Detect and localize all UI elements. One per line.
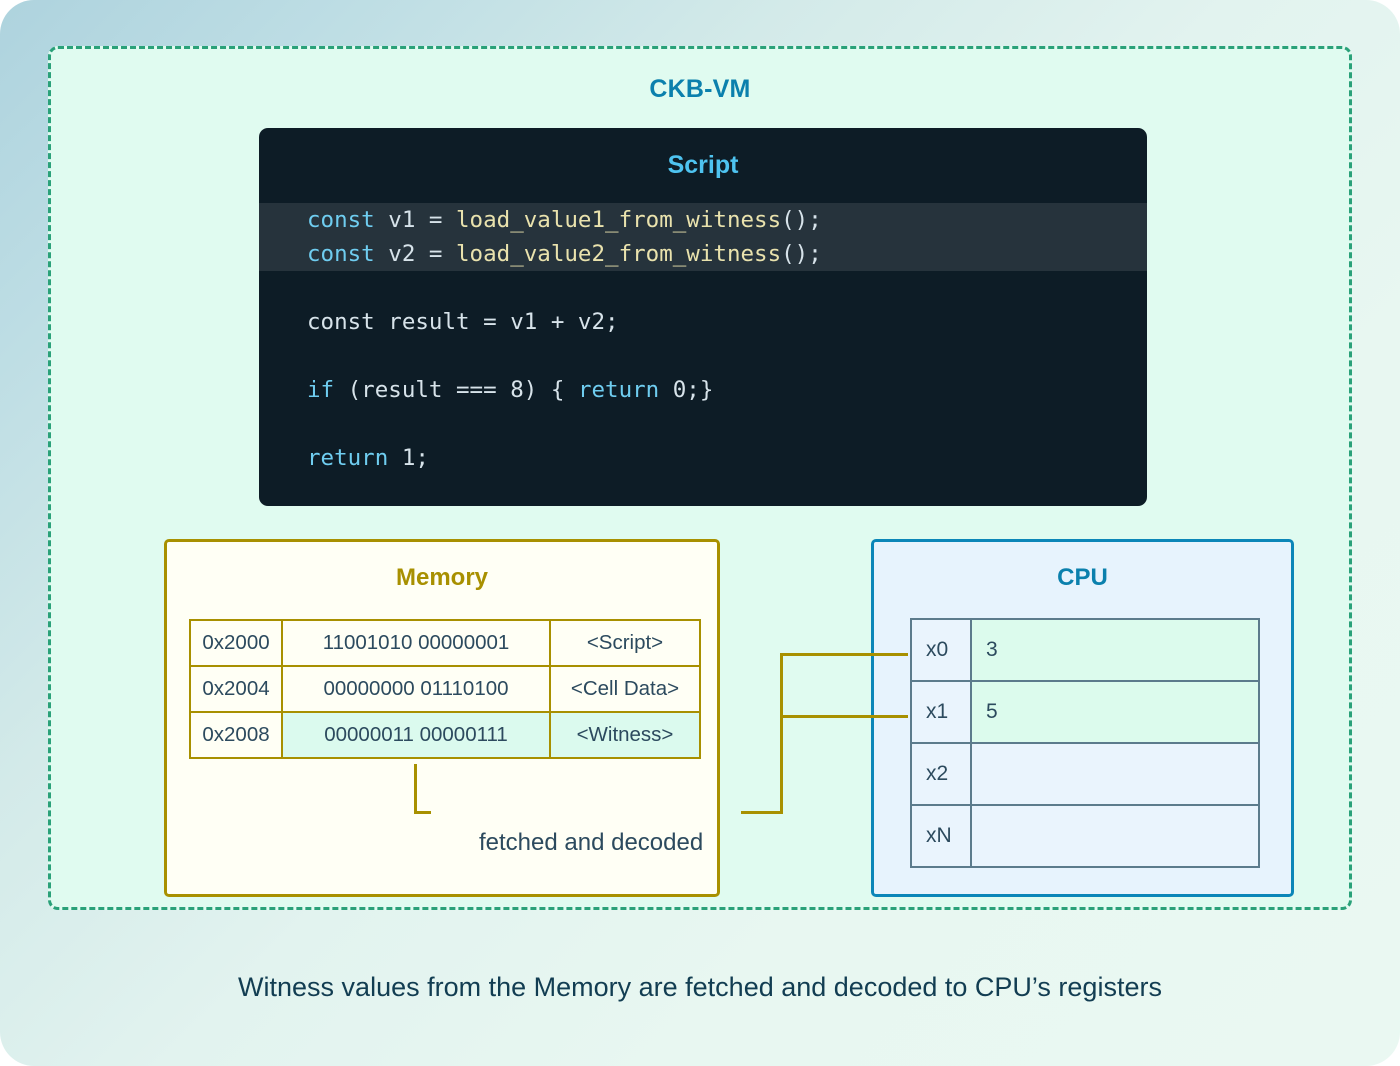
code-token-fn: load_value2_from_witness xyxy=(456,241,782,267)
diagram-caption: Witness values from the Memory are fetch… xyxy=(238,972,1162,1002)
code-token-kw: return xyxy=(577,377,673,403)
cpu-register-name: x0 xyxy=(910,618,972,682)
code-token-plain: (); xyxy=(781,207,822,233)
code-token-kw: const xyxy=(307,207,389,233)
memory-cell-bits: 11001010 00000001 xyxy=(281,619,551,667)
connector-label-to-riser xyxy=(741,811,783,814)
cpu-register-row: xN xyxy=(910,804,1260,868)
code-token-fn: load_value1_from_witness xyxy=(456,207,782,233)
code-token-plain: 1; xyxy=(401,445,429,471)
memory-cell-bits: 00000011 00000111 xyxy=(281,711,551,759)
memory-cell-address: 0x2004 xyxy=(189,665,283,713)
code-token-plain: v1 = xyxy=(388,207,457,233)
code-token-kw: const xyxy=(307,241,389,267)
code-highlight-band: const v1 = load_value1_from_witness();co… xyxy=(259,203,1147,271)
connector-witness-foot xyxy=(414,811,431,814)
ckb-vm-container: CKB-VM Script const v1 = load_value1_fro… xyxy=(48,46,1352,910)
code-line: const v1 = load_value1_from_witness(); xyxy=(259,203,1147,237)
code-token-plain: (result === 8) { xyxy=(347,377,578,403)
cpu-register-value xyxy=(970,742,1260,806)
memory-cell-label: <Witness> xyxy=(549,711,701,759)
connector-witness-drop xyxy=(414,764,417,814)
code-line: const result = v1 + v2; xyxy=(259,305,1147,339)
code-token-plain: 0;} xyxy=(672,377,714,403)
cpu-register-name: x1 xyxy=(910,680,972,744)
memory-cell-address: 0x2000 xyxy=(189,619,283,667)
script-panel: Script const v1 = load_value1_from_witne… xyxy=(259,128,1147,506)
cpu-register-name: xN xyxy=(910,804,972,868)
connector-label: fetched and decoded xyxy=(479,829,704,856)
memory-panel-title: Memory xyxy=(395,564,489,591)
cpu-register-value: 3 xyxy=(970,618,1260,682)
cpu-register-value: 5 xyxy=(970,680,1260,744)
code-line: return 1; xyxy=(259,441,1147,475)
connector-branch-x1 xyxy=(780,715,908,718)
script-panel-title: Script xyxy=(667,151,739,179)
code-line: const v2 = load_value2_from_witness(); xyxy=(259,237,1147,271)
code-token-plain: v2 = xyxy=(388,241,457,267)
code-token-plain: (); xyxy=(781,241,822,267)
memory-cell-label: <Cell Data> xyxy=(549,665,701,713)
memory-cell-label: <Script> xyxy=(549,619,701,667)
code-block: const result = v1 + v2; if (result === 8)… xyxy=(259,271,1147,475)
code-blank-line xyxy=(259,407,1147,441)
ckb-vm-title: CKB-VM xyxy=(649,75,751,103)
code-token-kw: return xyxy=(307,445,402,471)
connector-branch-x0 xyxy=(780,653,908,656)
cpu-panel-title: CPU xyxy=(1057,564,1108,591)
cpu-register-name: x2 xyxy=(910,742,972,806)
cpu-register-value xyxy=(970,804,1260,868)
code-blank-line xyxy=(259,339,1147,373)
memory-cell-bits: 00000000 01110100 xyxy=(281,665,551,713)
code-line: if (result === 8) { return 0;} xyxy=(259,373,1147,407)
code-token-plain: const result = v1 + v2; xyxy=(307,309,619,335)
code-blank-line xyxy=(259,271,1147,305)
memory-cell-address: 0x2008 xyxy=(189,711,283,759)
cpu-register-row: x2 xyxy=(910,742,1260,806)
code-token-kw: if xyxy=(307,377,348,403)
script-code-area: const v1 = load_value1_from_witness();co… xyxy=(259,203,1147,475)
connector-riser xyxy=(780,653,783,814)
